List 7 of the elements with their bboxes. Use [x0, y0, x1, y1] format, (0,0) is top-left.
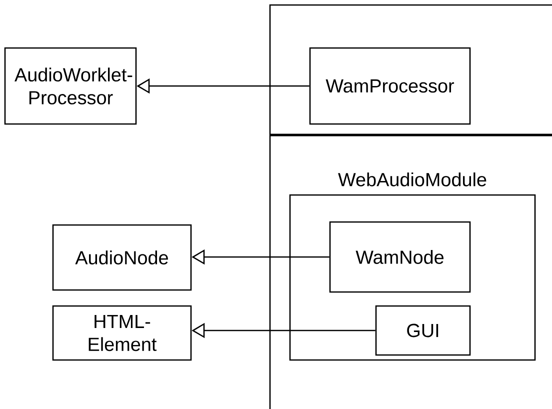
class-box: AudioWorklet-Processor — [4, 47, 137, 125]
class-box: WamNode — [329, 221, 471, 293]
class-box: AudioNode — [52, 224, 192, 291]
class-box: WamProcessor — [309, 47, 471, 125]
class-box: GUI — [375, 305, 471, 356]
node-label: WebAudioModule — [338, 172, 486, 186]
class-box: HTML-Element — [52, 305, 192, 361]
